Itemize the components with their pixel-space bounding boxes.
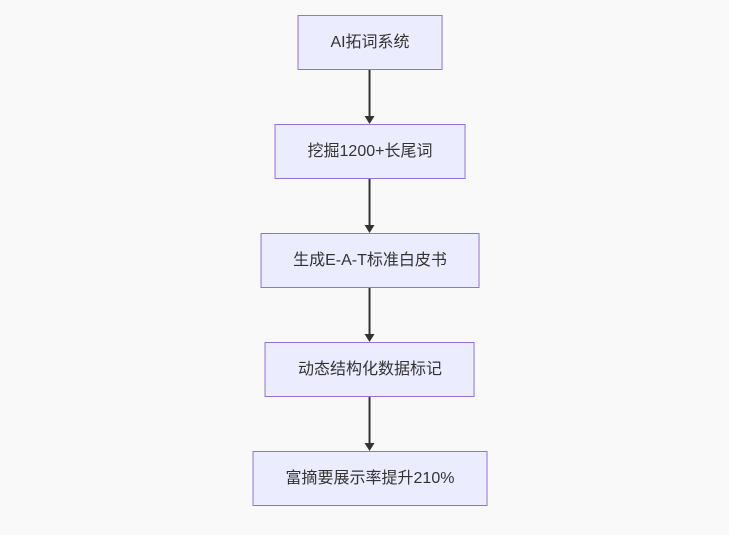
arrow-line (369, 179, 371, 225)
flowchart: AI拓词系统 挖掘1200+长尾词 生成E-A-T标准白皮书 动态结构化数据标记… (252, 15, 488, 506)
arrowhead-down-icon (365, 443, 375, 451)
arrow-c-to-d (365, 288, 375, 342)
arrow-line (369, 288, 371, 334)
arrow-d-to-e (365, 397, 375, 451)
flow-node-rich-snippet-result: 富摘要展示率提升210% (252, 451, 488, 506)
arrow-a-to-b (365, 70, 375, 124)
flow-node-longtail-mining: 挖掘1200+长尾词 (274, 124, 466, 179)
arrow-line (369, 397, 371, 443)
flow-node-ai-word-system: AI拓词系统 (297, 15, 443, 70)
arrow-line (369, 70, 371, 116)
arrowhead-down-icon (365, 116, 375, 124)
flow-node-structured-data: 动态结构化数据标记 (264, 342, 475, 397)
arrowhead-down-icon (365, 334, 375, 342)
arrow-b-to-c (365, 179, 375, 233)
arrowhead-down-icon (365, 225, 375, 233)
flow-node-eat-whitepaper: 生成E-A-T标准白皮书 (260, 233, 480, 288)
